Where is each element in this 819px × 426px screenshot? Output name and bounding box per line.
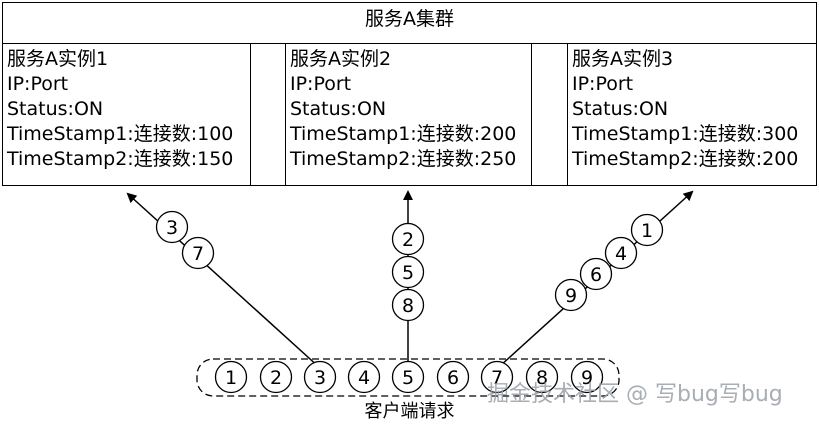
- route-instance-2-request-5: 5: [391, 255, 425, 289]
- route-instance-2-request-2: 2: [391, 222, 425, 256]
- route-instance-3-request-9: 9: [554, 278, 588, 312]
- watermark: 掘金技术社区 @ 写bug写bug: [487, 382, 783, 407]
- cluster-title: 服务A集群: [365, 8, 454, 30]
- instance-1-box: 服务A实例1 IP:Port Status:ON TimeStamp1:连接数:…: [2, 43, 251, 186]
- route-instance-3-request-4-label: 4: [615, 243, 627, 265]
- instance-1-timestamp1: TimeStamp1:连接数:100: [7, 123, 234, 145]
- queue-request-6-label: 6: [447, 367, 459, 389]
- queue-request-3-label: 3: [314, 367, 326, 389]
- route-instance-3-request-6-label: 6: [590, 264, 602, 286]
- queue-request-9-label: 9: [581, 367, 593, 389]
- instance-1-name: 服务A实例1: [7, 48, 109, 70]
- route-instance-1-request-7: 7: [181, 236, 215, 270]
- instance-2-box: 服务A实例2 IP:Port Status:ON TimeStamp1:连接数:…: [285, 43, 532, 186]
- queue-request-2: 2: [259, 360, 293, 394]
- route-instance-3-request-4: 4: [604, 236, 638, 270]
- route-instance-3-request-1-label: 1: [641, 220, 653, 242]
- route-instance-2-request-5-label: 5: [402, 262, 414, 284]
- instance-3-ip: IP:Port: [572, 73, 634, 95]
- queue-request-2-label: 2: [270, 367, 282, 389]
- client-request-queue: [196, 358, 620, 397]
- queue-request-8: 8: [525, 360, 559, 394]
- queue-request-8-label: 8: [536, 367, 548, 389]
- instance-2-ip: IP:Port: [290, 73, 352, 95]
- queue-request-4: 4: [347, 360, 381, 394]
- instance-2-status: Status:ON: [290, 98, 387, 120]
- queue-request-7: 7: [480, 360, 514, 394]
- route-instance-3-request-6: 6: [579, 257, 613, 291]
- queue-request-1: 1: [214, 360, 248, 394]
- instance-1-status: Status:ON: [7, 98, 104, 120]
- route-instance-3-request-9-label: 9: [565, 285, 577, 307]
- queue-request-1-label: 1: [225, 367, 237, 389]
- queue-request-5: 5: [391, 360, 425, 394]
- queue-request-3: 3: [303, 360, 337, 394]
- queue-request-6: 6: [436, 360, 470, 394]
- route-instance-3-request-1: 1: [630, 213, 664, 247]
- queue-request-5-label: 5: [402, 367, 414, 389]
- queue-request-4-label: 4: [358, 367, 370, 389]
- route-instance-1-request-7-label: 7: [192, 243, 204, 265]
- instance-1-ip: IP:Port: [7, 73, 69, 95]
- client-requests-label: 客户端请求: [364, 401, 455, 422]
- instance-3-timestamp2: TimeStamp2:连接数:200: [572, 148, 799, 170]
- route-instance-1-request-3-label: 3: [166, 217, 178, 239]
- instance-3-status: Status:ON: [572, 98, 669, 120]
- instance-1-timestamp2: TimeStamp2:连接数:150: [7, 148, 234, 170]
- instance-2-name: 服务A实例2: [290, 48, 392, 70]
- instance-3-name: 服务A实例3: [572, 48, 674, 70]
- route-instance-2-request-8: 8: [391, 288, 425, 322]
- arrow-to-instance-1: [126, 192, 321, 369]
- instance-2-timestamp1: TimeStamp1:连接数:200: [290, 123, 517, 145]
- route-instance-2-request-2-label: 2: [402, 229, 414, 251]
- route-instance-1-request-3: 3: [155, 210, 189, 244]
- instance-2-timestamp2: TimeStamp2:连接数:250: [290, 148, 517, 170]
- instance-3-box: 服务A实例3 IP:Port Status:ON TimeStamp1:连接数:…: [567, 43, 817, 186]
- route-instance-2-request-8-label: 8: [402, 295, 414, 317]
- queue-request-9: 9: [570, 360, 604, 394]
- queue-circles: 1 2 3 4 5 6 7 8 9: [214, 360, 604, 394]
- instance-3-timestamp1: TimeStamp1:连接数:300: [572, 123, 799, 145]
- queue-request-7-label: 7: [491, 367, 503, 389]
